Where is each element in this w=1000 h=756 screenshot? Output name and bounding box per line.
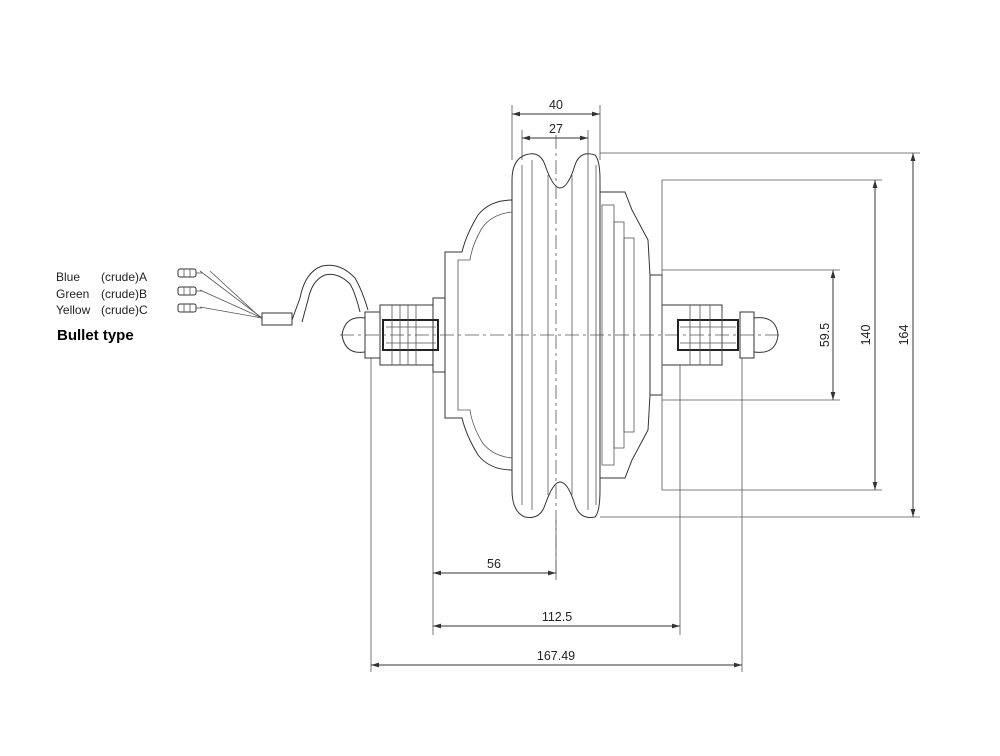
wire-labels: Blue (crude)A Green (crude)B Yellow (cru… bbox=[56, 270, 148, 344]
dim-hub-diameter: 140 bbox=[859, 325, 873, 346]
dim-overall-diameter: 164 bbox=[897, 325, 911, 346]
wire-phase-label: (crude)A bbox=[101, 270, 147, 284]
dim-dropout-spacing: 112.5 bbox=[542, 610, 572, 624]
dim-rim-width: 27 bbox=[549, 122, 563, 136]
dim-hub-to-rim-center: 56 bbox=[487, 557, 501, 571]
bullet-connector-b bbox=[177, 286, 202, 296]
connector-type-label: Bullet type bbox=[57, 327, 134, 344]
wire-phase-label: (crude)C bbox=[101, 303, 148, 317]
dim-flange-diameter: 59.5 bbox=[818, 323, 832, 347]
bullet-connector-c bbox=[177, 303, 202, 313]
wire-color-label: Blue bbox=[56, 270, 80, 284]
dim-axle-length: 167.49 bbox=[537, 649, 575, 663]
wire-color-label: Green bbox=[56, 287, 89, 301]
motor-body bbox=[177, 135, 780, 575]
dim-tire-width: 40 bbox=[549, 98, 563, 112]
wire-color-label: Yellow bbox=[56, 303, 91, 317]
bullet-connector-a bbox=[177, 268, 202, 278]
wire-phase-label: (crude)B bbox=[101, 287, 147, 301]
dimension-lines: 40 27 56 112.5 167.49 59.5 140 164 bbox=[370, 98, 920, 672]
